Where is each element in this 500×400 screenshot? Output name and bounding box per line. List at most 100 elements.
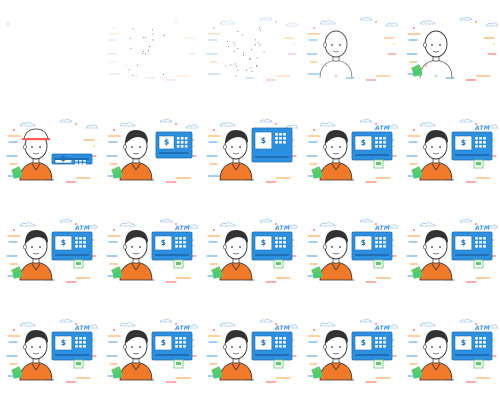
sparkle-dot [175,123,177,125]
person-character [411,30,453,79]
sparkle-dot [413,27,415,29]
collar [331,263,341,271]
atm-dollar-sign: $ [261,136,266,145]
atm-card-slot [55,254,89,256]
atm-label: ATM [74,325,90,332]
atm-keypad-key [375,345,378,348]
atm-dollar-sign: $ [161,238,166,247]
sketch-dot [149,46,151,47]
atm-keypad-key [283,341,286,344]
right-eye [439,346,441,348]
atm-label: ATM [374,325,390,332]
atm-keypad-key [79,241,82,244]
collar [131,363,141,371]
atm-keypad-key [279,237,282,240]
frame-illustration [106,21,197,81]
right-eye [339,346,341,348]
sketch-dot [256,64,258,66]
cloud-shape [419,122,436,127]
cloud-shape [385,22,398,27]
mouth [432,252,440,255]
collar [231,363,241,371]
cloud-shape [259,118,273,123]
atm-keypad-key [483,137,486,140]
ear [123,244,127,250]
atm-keypad-key [175,345,178,348]
atm-keypad-key [184,145,188,148]
atm-screen [254,131,273,150]
atm-label: ATM [274,225,290,232]
sparkle-dot [435,75,437,77]
shirt [119,161,153,181]
sparkle-dot [475,123,477,125]
atm-label: ATM [74,225,90,232]
mouth [232,252,240,255]
frame-illustration [7,23,9,25]
atm-dollar-sign: $ [461,138,466,147]
atm-keypad-key [283,245,286,248]
ear [423,144,427,150]
atm-keypad-key [375,245,378,248]
atm-dollar-sign: $ [361,338,366,347]
cloud-shape [459,118,473,123]
person-character [311,130,353,181]
atm-keypad-key [379,345,382,348]
ear [323,244,327,250]
atm-receipt-cash [276,362,281,365]
cloud-shape [219,20,236,25]
shirt [319,361,353,381]
cash-note [112,371,123,379]
atm-keypad-key [180,141,184,144]
collar [131,163,141,171]
sketch-dot [152,39,154,41]
atm-screen [154,335,173,351]
sparkle-dot [413,329,415,331]
atm-screen [254,235,273,251]
atm-keypad-key [475,345,478,348]
person-character [11,330,53,381]
atm-keypad-key [375,337,378,340]
atm-keypad-key [475,241,478,244]
hair [125,130,148,144]
mouth [32,252,40,255]
person-character [111,330,153,381]
sketch-dot [143,50,145,52]
atm-machine: $ATM [151,225,193,269]
frame-18: $ATM [206,316,298,384]
sparkle-dot [293,345,295,347]
sketch-dot [143,37,145,39]
ear [423,344,427,350]
sparkle-dot [93,245,95,247]
atm-keypad-key [176,137,180,140]
ear [23,344,27,350]
atm-keypad-key [275,137,278,140]
sparkle-dot [113,329,115,331]
sketch-dot [245,69,247,71]
sketch-dot [254,44,256,46]
atm-machine: $ATM [251,225,293,269]
atm-keypad-key [75,167,78,170]
atm-screen [54,335,73,351]
sparkle-dot [275,21,277,23]
atm-keypad-key [279,245,282,248]
atm-keypad-key [475,341,478,344]
hair [325,130,348,144]
frame-illustration: $ATM [406,318,498,383]
atm-keypad-key [83,241,86,244]
clouds [119,318,198,329]
cloud-shape [485,324,498,329]
clouds [319,218,398,229]
frame-illustration: $ATM [406,218,498,283]
sketch-dot [142,53,144,54]
cloud-shape [259,16,273,21]
sparkle-dot [175,21,177,23]
sketch-dots [227,27,265,72]
atm-keypad-key [383,245,386,248]
atm-card-slot [55,354,89,356]
hair [125,330,148,344]
cloud-shape [219,322,236,327]
sketch-dot [237,69,239,71]
sketch-dot [145,37,147,39]
cloud-shape [219,122,236,127]
cash-note [112,271,123,279]
